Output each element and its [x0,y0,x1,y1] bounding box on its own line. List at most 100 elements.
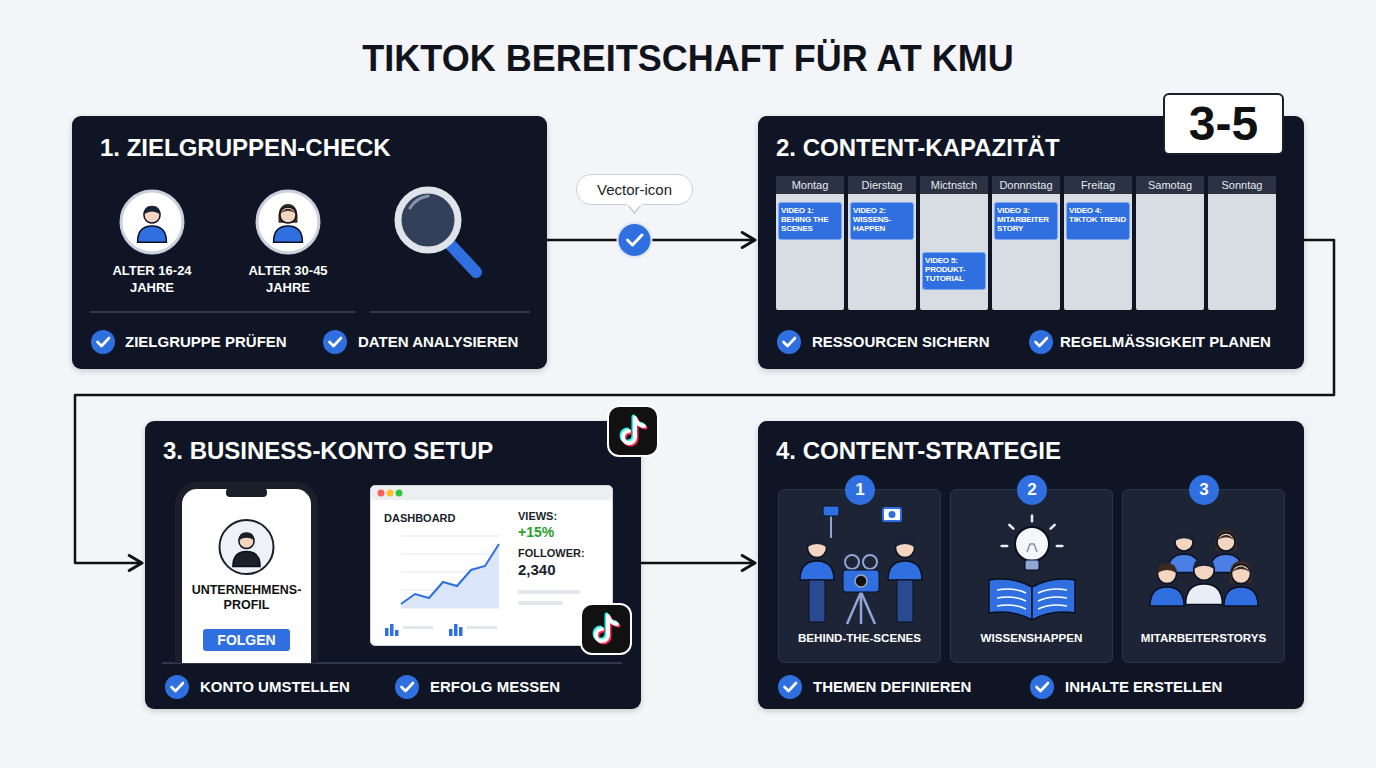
metric-value: 2,340 [518,561,556,578]
diagram-title: TIKTOK BEREITSCHAFT FÜR AT KMU [0,38,1376,80]
strategy-card: 1BEHIND-THE-SCENES [778,489,941,663]
video-card: VIDEO 2: WISSENS-HAPPEN [850,202,914,240]
video-card: VIDEO 3: MITARBEITER STORY [994,202,1058,240]
icon-part [1025,560,1039,570]
icon-part [144,206,160,215]
icon-part [777,330,1053,354]
icon-part [459,627,463,636]
icon-part [830,514,832,538]
checklist-item: DATEN ANALYSIEREN [358,333,518,351]
icon-part [581,604,631,654]
video-card: VIDEO 5: PRODUKT-TUTORIAL [922,252,986,290]
icon-part [989,516,1075,620]
icon-part [627,203,642,206]
divider [370,311,530,313]
video-card: VIDEO 4: TIKTOK TREND [1066,202,1130,240]
check-icon [395,675,419,699]
icon-part [396,490,403,497]
check-icon [777,330,801,354]
icon-part [387,490,394,497]
check-icon [1030,675,1054,699]
icon-part [90,190,530,354]
flow-arrow [641,562,755,565]
check-icon [323,330,347,354]
icon-part [220,488,274,574]
panel-heading: 1. ZIELGRUPPEN-CHECK [100,134,391,162]
check-mark [402,683,414,691]
person-head [1217,533,1235,551]
icon-part [595,615,616,640]
icon-part [997,597,1026,601]
icon-part [889,511,896,518]
person-body [800,561,834,580]
strategy-card: 2WISSENSHAPPEN [950,489,1113,663]
avatar-circle [121,191,183,253]
check-mark [98,338,110,346]
day-name: Mictnstch [920,176,988,194]
icon-part [401,554,499,555]
strategy-card: 3MITARBEITERSTORYS [1122,489,1285,663]
step-panel: 3. BUSINESS-KONTO SETUP UNTERNEHMENS-PROF… [145,421,641,709]
icon-part [800,506,922,624]
icon-part [401,572,499,573]
icon-part [403,626,433,629]
day-name: Freitag [1064,176,1132,194]
callout-number: 3 [1189,475,1219,505]
day-column: MictnstchVIDEO 5: PRODUKT-TUTORIAL [920,176,988,310]
person-head [1158,565,1177,584]
phone-notch [226,488,267,497]
day-column: Samotag [1136,176,1204,310]
panel-heading: 3. BUSINESS-KONTO SETUP [163,437,493,465]
avatar-circle [257,191,319,253]
icon-part [1051,525,1055,529]
person-body [138,226,167,242]
person-head [808,539,827,558]
icon-part [608,406,658,456]
icon-part [467,626,497,629]
icon-part [385,628,389,636]
tiktok-logo [581,604,631,654]
day-name: Donnnstag [992,176,1060,194]
icon-part [596,616,617,641]
person-head [1194,560,1215,581]
book-page [1032,579,1075,620]
person-body [274,226,303,242]
icon-part [1038,589,1067,593]
icon-part [1175,532,1193,542]
icon-part [1150,530,1258,606]
video-title: VIDEO 5: PRODUKT-TUTORIAL [925,256,983,283]
profile-name: UNTERNEHMENS-PROFIL [184,583,309,613]
card-title: BEHIND-THE-SCENES [779,631,940,644]
day-name: Sonntag [1208,176,1276,194]
icon-part [280,209,295,214]
person-body [1150,587,1184,606]
day-column: DierstagVIDEO 2: WISSENS-HAPPEN [848,176,916,310]
person-body [1186,584,1223,605]
icon-part [1027,544,1037,552]
checklist-item: KONTO UMSTELLEN [200,678,350,696]
icon-part [239,532,254,540]
icon-part [863,555,877,569]
icon-part [809,580,825,622]
avatar-circle [220,520,274,574]
day-name: Montag [776,176,844,194]
step-panel: 1. ZIELGRUPPEN-CHECK [72,116,547,369]
icon-part [1057,545,1063,548]
icon-part [401,608,499,609]
magnifier-lens [398,190,458,250]
step-panel: 4. CONTENT-STRATEGIE1BEHIND-THE-SCENES2W… [758,421,1304,709]
magnifier-handle [448,242,476,272]
count-badge: 3-5 [1163,93,1284,155]
metric-value: +15% [518,524,554,540]
badge-number: 3-5 [1165,95,1282,153]
day-name: Samotag [1136,176,1204,194]
icon-part [625,420,646,445]
check-mark [784,338,796,346]
icon-part [518,590,580,594]
age-label: ALTER 16-24 JAHRE [110,262,194,296]
person-body [888,561,922,580]
icon-part [1157,563,1176,573]
checklist-item: ZIELGRUPPE PRÜFEN [125,333,287,351]
icon-part [1194,558,1215,569]
check-icon [1029,330,1053,354]
